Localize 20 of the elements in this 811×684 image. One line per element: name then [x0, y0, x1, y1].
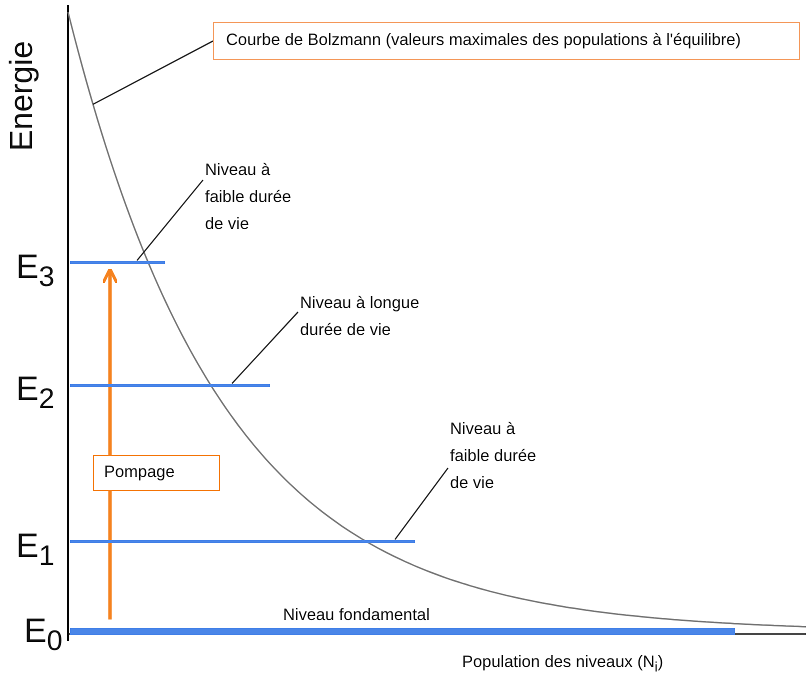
level-label: E$_{1}$	[16, 527, 54, 574]
level-label: E$_{0}$	[24, 612, 62, 659]
arrow	[101, 268, 119, 620]
energy-level-line	[70, 540, 415, 542]
axis-title: Energie	[3, 40, 39, 154]
edge-label: Pompage	[93, 455, 220, 491]
callout-box: Courbe de Bolzmann (valeurs maximales des populations à l'équilibre)	[213, 22, 800, 60]
callout-text: Niveau à longue durée de vie	[300, 290, 425, 344]
level-label: E$_{2}$	[16, 370, 54, 417]
level-caption: Niveau fondamental	[283, 605, 430, 626]
leader-line	[394, 468, 449, 540]
callout-text: Niveau à faible durée de vie	[450, 416, 550, 497]
leader-line	[232, 312, 298, 384]
energy-level-line	[70, 260, 165, 264]
energy-level-line	[70, 384, 270, 386]
leader-line	[136, 180, 204, 261]
axis-title: Population des niveaux (N$_{i}$)	[462, 652, 664, 676]
callout-text: Niveau à faible durée de vie	[205, 157, 305, 238]
level-label: E$_{3}$	[16, 248, 54, 295]
leader-line	[92, 40, 214, 105]
